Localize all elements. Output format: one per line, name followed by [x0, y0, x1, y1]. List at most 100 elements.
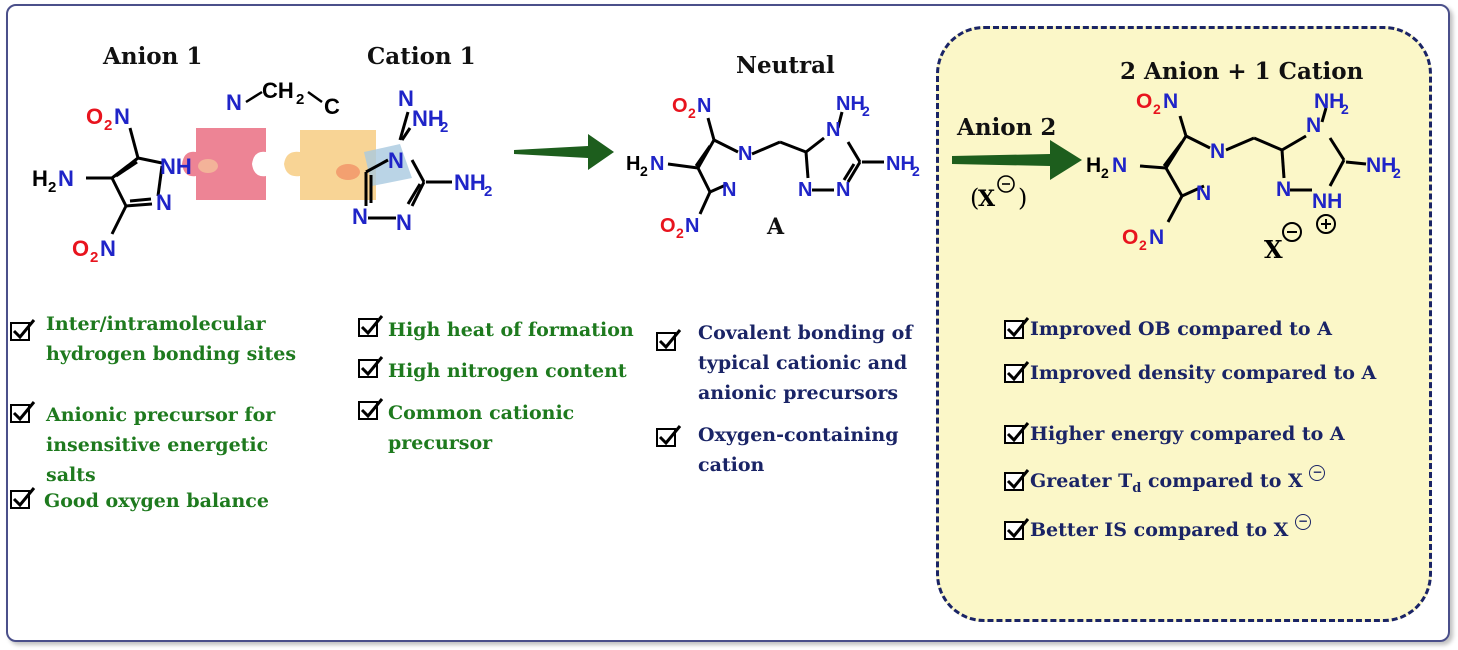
svg-text:(: ( [970, 184, 979, 212]
checkbox-icon [10, 401, 36, 423]
checkbox-icon [1004, 518, 1030, 540]
svg-text:NH: NH [886, 153, 915, 175]
svg-text:2: 2 [296, 91, 304, 108]
svg-text:H: H [32, 166, 48, 191]
svg-text:2: 2 [1153, 101, 1161, 117]
cation1-header: Cation 1 [367, 43, 476, 70]
salt-structure [1139, 107, 1367, 223]
svg-text:N: N [697, 95, 711, 117]
result-feature-4-b: compared to X [1147, 470, 1303, 492]
svg-text:N: N [1112, 154, 1127, 177]
svg-text:2: 2 [640, 163, 648, 179]
svg-text:N: N [1196, 182, 1211, 205]
arrow-to-neutral [514, 134, 614, 170]
neutral-header: Neutral [736, 52, 835, 79]
svg-text:N: N [352, 204, 368, 229]
positive-charge-icon [1316, 214, 1336, 234]
svg-text:N: N [396, 210, 412, 235]
svg-text:NH: NH [836, 93, 865, 115]
svg-text:N: N [722, 179, 736, 201]
structures-svg: N CH 2 C O 2 N NH N H 2 N O 2 N N N NH 2… [32, 78, 1401, 266]
svg-text:N: N [58, 166, 74, 191]
svg-text:N: N [685, 215, 699, 237]
anion1-feature-1: Inter/intramolecular hydrogen bonding si… [46, 313, 297, 365]
checkbox-icon [1004, 317, 1030, 339]
arrow-to-salt [952, 140, 1082, 180]
svg-text:N: N [1306, 114, 1321, 137]
checkbox-icon [358, 356, 384, 378]
svg-text:N: N [100, 236, 116, 261]
svg-text:N: N [398, 86, 414, 111]
svg-text:O: O [1136, 90, 1152, 113]
cation1-structure [364, 127, 452, 207]
svg-text:NH: NH [1314, 90, 1344, 113]
checkbox-icon [10, 319, 36, 341]
cation1-feature-3: Common cationic precursor [388, 402, 575, 454]
checkbox-icon [656, 329, 682, 351]
svg-text:NH: NH [1366, 154, 1396, 177]
svg-text:C: C [324, 94, 340, 119]
svg-text:2: 2 [484, 183, 492, 200]
checkbox-icon [358, 398, 384, 420]
anion2-header: Anion 2 [957, 114, 1057, 141]
svg-text:O: O [86, 104, 103, 129]
minus-charge-icon: − [1295, 514, 1312, 530]
svg-text:NH: NH [454, 170, 486, 195]
svg-text:NH: NH [160, 154, 192, 179]
svg-text:2: 2 [676, 225, 684, 241]
anion1-header: Anion 1 [103, 43, 203, 70]
result-feature-1: Improved OB compared to A [1030, 318, 1332, 340]
svg-text:NH: NH [1312, 190, 1342, 213]
neutral-feature-1: Covalent bonding of typical cationic and… [698, 322, 913, 404]
svg-text:2: 2 [1139, 237, 1147, 253]
svg-text:O: O [1122, 226, 1138, 249]
svg-text:N: N [388, 148, 404, 173]
svg-text:2: 2 [688, 105, 696, 121]
counter-ion-label: X [1264, 235, 1283, 264]
result-feature-4-a: Greater T [1030, 470, 1133, 492]
checkbox-icon [1004, 422, 1030, 444]
svg-text:N: N [826, 119, 840, 141]
checkbox-icon [1004, 361, 1030, 383]
svg-text:N: N [836, 179, 850, 201]
svg-text:O: O [72, 236, 89, 261]
svg-text:2: 2 [1101, 165, 1109, 181]
negative-charge-icon [1282, 222, 1302, 242]
svg-text:O: O [672, 95, 688, 117]
svg-text:2: 2 [104, 117, 112, 134]
svg-text:N: N [1210, 140, 1225, 163]
checkbox-icon [656, 425, 682, 447]
svg-text:N: N [738, 143, 752, 165]
svg-text:NH: NH [412, 106, 444, 131]
cation1-feature-2: High nitrogen content [388, 360, 627, 382]
svg-text:X: X [978, 186, 996, 212]
neutral-structure [667, 111, 884, 215]
svg-text:N: N [156, 190, 172, 215]
svg-text:CH: CH [262, 78, 294, 103]
checkbox-icon [358, 315, 384, 337]
result-feature-2: Improved density compared to A [1030, 362, 1377, 384]
linker-label: N [226, 90, 242, 115]
result-feature-3: Higher energy compared to A [1030, 423, 1345, 445]
svg-text:2: 2 [440, 119, 448, 136]
svg-text:2: 2 [48, 179, 56, 196]
figure-frame [6, 4, 1450, 642]
result-feature-5: Better IS compared to X − [1030, 514, 1312, 541]
svg-text:H: H [1086, 154, 1101, 177]
svg-text:2: 2 [1393, 165, 1401, 181]
result-feature-4: Greater Td compared to X − [1030, 465, 1326, 496]
checkbox-icon [10, 487, 36, 509]
result-feature-5-text: Better IS compared to X [1030, 519, 1289, 541]
svg-text:N: N [1163, 90, 1178, 113]
svg-text:O: O [660, 215, 676, 237]
svg-text:2: 2 [862, 103, 870, 119]
checkbox-icon [1004, 469, 1030, 491]
svg-text:): ) [1018, 184, 1027, 212]
red-puzzle-piece [182, 128, 266, 200]
svg-text:N: N [798, 179, 812, 201]
cation1-feature-1: High heat of formation [388, 319, 634, 341]
neutral-feature-2: Oxygen-containing cation [698, 424, 899, 476]
svg-text:N: N [1149, 226, 1164, 249]
svg-text:2: 2 [1341, 101, 1349, 117]
result-header: 2 Anion + 1 Cation [1120, 58, 1364, 85]
